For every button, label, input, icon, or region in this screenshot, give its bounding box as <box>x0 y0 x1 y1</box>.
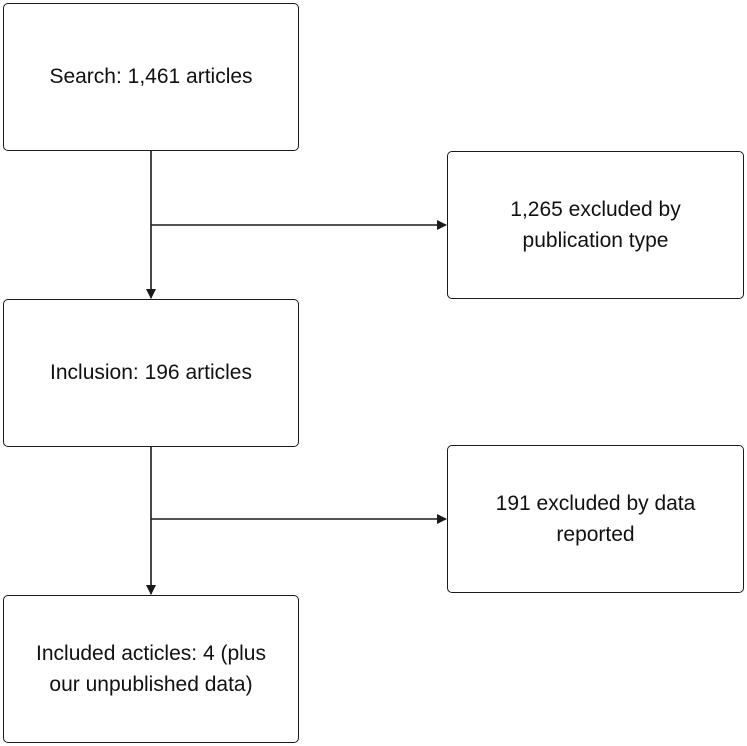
included-articles-label: Included acticles: 4 (plus our unpublish… <box>36 641 266 697</box>
included-articles-node: Included acticles: 4 (plus our unpublish… <box>3 595 299 743</box>
excluded-data-reported-node: 191 excluded by data reported <box>447 445 744 593</box>
excluded-publication-type-label: 1,265 excluded by publication type <box>510 197 681 253</box>
excluded-data-reported-label: 191 excluded by data reported <box>495 491 696 547</box>
inclusion-node: Inclusion: 196 articles <box>3 299 299 447</box>
search-node: Search: 1,461 articles <box>3 3 299 151</box>
inclusion-node-label: Inclusion: 196 articles <box>50 361 252 385</box>
excluded-publication-type-node: 1,265 excluded by publication type <box>447 151 744 299</box>
search-node-label: Search: 1,461 articles <box>49 65 253 89</box>
